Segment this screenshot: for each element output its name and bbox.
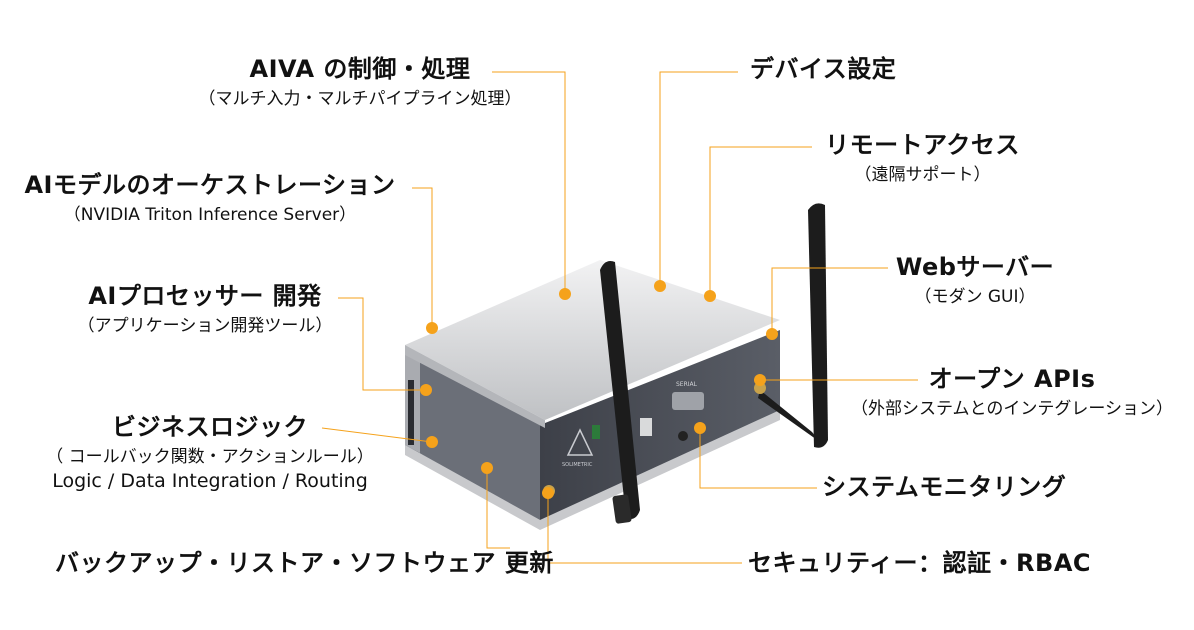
antenna-left	[600, 261, 640, 519]
brand-text: SOLIMETRIC	[562, 462, 593, 468]
leader-business	[321, 427, 433, 443]
label-web-title: Webサーバー	[895, 253, 1055, 281]
leader-security	[547, 493, 742, 564]
dot-web	[766, 328, 778, 340]
dot-aiva	[559, 288, 571, 300]
dot-backup	[481, 462, 493, 474]
label-security-title: セキュリティー：認証・RBAC	[748, 549, 1092, 577]
leader-device	[659, 71, 738, 284]
label-remote: リモートアクセス （遠隔サポート）	[815, 131, 1030, 185]
usb-port	[640, 418, 652, 436]
leader-aiva	[492, 71, 566, 292]
label-device: デバイス設定	[750, 55, 897, 84]
label-processor: AIプロセッサー 開発 （アプリケーション開発ツール）	[55, 282, 355, 336]
leader-processor	[338, 297, 425, 391]
leader-backup	[486, 468, 510, 549]
label-openapi: オープン APIs （外部システムとのインテグレーション）	[842, 365, 1182, 419]
device-left-side	[405, 350, 540, 520]
dot-remote	[704, 290, 716, 302]
label-business: ビジネスロジック （ コールバック関数・アクションルール） Logic / Da…	[20, 413, 400, 493]
dot-openapi	[754, 374, 766, 386]
label-security: セキュリティー：認証・RBAC	[748, 549, 1092, 578]
label-openapi-title: オープン APIs	[928, 365, 1096, 393]
heatsink-left-face	[405, 345, 545, 428]
device-front-panel	[540, 330, 780, 520]
label-business-sub2: Logic / Data Integration / Routing	[52, 470, 368, 493]
antenna-left-base	[612, 494, 632, 524]
device-base	[405, 410, 780, 530]
leader-lines	[321, 71, 918, 564]
label-device-title: デバイス設定	[750, 55, 897, 83]
heatsink-top	[405, 260, 780, 420]
antenna-right	[808, 203, 828, 448]
label-orchestration: AIモデルのオーケストレーション （NVIDIA Triton Inferenc…	[10, 171, 410, 225]
dot-security	[542, 487, 554, 499]
label-aiva-sub: （マルチ入力・マルチパイプライン処理）	[198, 88, 522, 109]
antenna-right-arm	[758, 390, 820, 442]
serial-port	[672, 392, 704, 410]
label-backup: バックアップ・リストア・ソフトウェア 更新	[55, 549, 554, 578]
brand-logo	[566, 428, 594, 456]
dot-orchestration	[426, 322, 438, 334]
label-remote-title: リモートアクセス	[825, 131, 1020, 159]
marker-dots	[420, 280, 778, 499]
label-orchestration-sub: （NVIDIA Triton Inference Server）	[63, 204, 357, 225]
label-remote-sub: （遠隔サポート）	[854, 164, 991, 185]
dot-business	[426, 436, 438, 448]
label-web: Webサーバー （モダン GUI）	[890, 253, 1060, 307]
label-business-title: ビジネスロジック	[112, 413, 308, 441]
label-openapi-sub: （外部システムとのインテグレーション）	[851, 398, 1173, 419]
label-web-sub: （モダン GUI）	[914, 286, 1036, 307]
dot-processor	[420, 384, 432, 396]
label-orchestration-title: AIモデルのオーケストレーション	[24, 171, 396, 199]
leader-web	[771, 267, 888, 334]
dc-jack	[678, 431, 688, 441]
leader-remote	[709, 146, 812, 294]
label-aiva: AIVA の制御・処理 （マルチ入力・マルチパイプライン処理）	[185, 55, 535, 109]
serial-port-label: SERIAL	[676, 381, 698, 388]
label-backup-title: バックアップ・リストア・ソフトウェア 更新	[55, 549, 554, 577]
label-monitoring: システムモニタリング	[822, 473, 1067, 502]
status-led	[592, 425, 600, 439]
dot-device	[654, 280, 666, 292]
leader-monitoring	[699, 428, 817, 489]
side-slot	[408, 380, 414, 445]
label-business-sub: （ コールバック関数・アクションルール）	[46, 446, 374, 467]
label-processor-title: AIプロセッサー 開発	[88, 282, 322, 310]
leader-orchestration	[412, 187, 433, 326]
label-aiva-title: AIVA の制御・処理	[249, 55, 471, 83]
label-processor-sub: （アプリケーション開発ツール）	[77, 315, 333, 336]
dot-monitoring	[694, 422, 706, 434]
label-monitoring-title: システムモニタリング	[822, 473, 1067, 501]
